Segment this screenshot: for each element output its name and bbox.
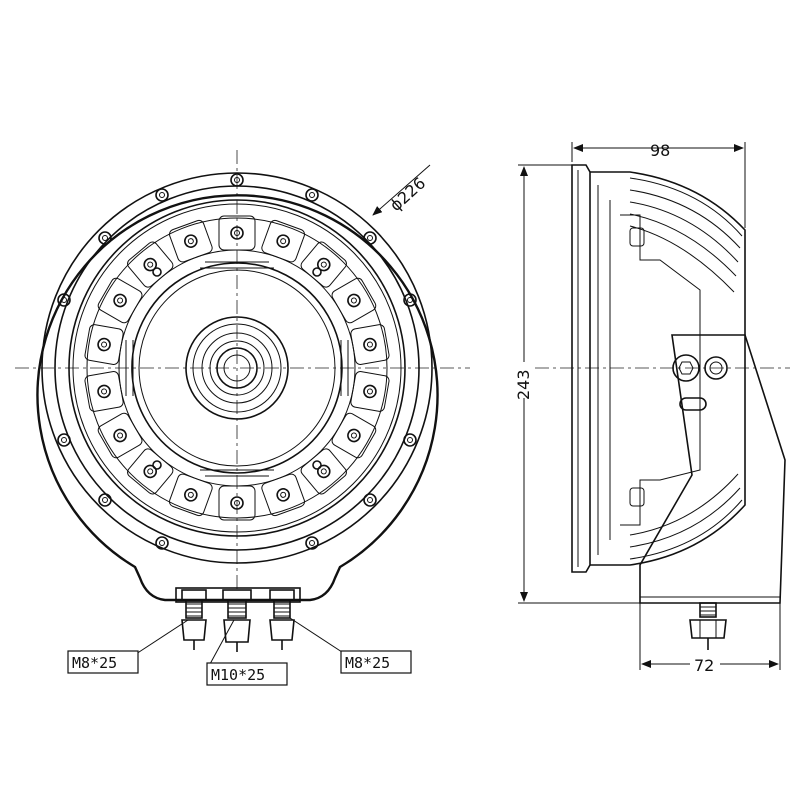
bezel-screws — [57, 173, 417, 550]
side-bolt — [689, 602, 727, 650]
mount-bolts — [175, 587, 301, 652]
reflector-ring-inner — [72, 203, 402, 533]
bolt-center — [222, 589, 252, 652]
led-module — [350, 324, 390, 365]
side-view: 98 243 72 — [514, 141, 790, 675]
bolt-callouts: M8*25 M10*25 M8*25 — [67, 617, 412, 686]
bezel-screw — [305, 188, 319, 202]
bezel-screw — [305, 536, 319, 550]
bezel-screw — [403, 293, 417, 307]
outer-housing — [36, 194, 439, 602]
side-lens-profile — [620, 214, 701, 526]
led-module — [331, 277, 377, 324]
bezel-screw — [363, 493, 377, 507]
led-module — [97, 412, 143, 459]
led-module — [300, 448, 347, 495]
bezel-screw — [363, 231, 377, 245]
diameter-dimension: ϕ226 — [372, 164, 431, 216]
led-module — [218, 485, 256, 521]
callout-label-right: M8*25 — [345, 654, 390, 672]
diameter-leader-line — [372, 164, 431, 216]
inner-lens-rim — [131, 262, 343, 474]
led-module — [127, 448, 174, 495]
front-view: ϕ226 M8*25 M10*25 M8*25 — [15, 150, 470, 686]
callout-leader-right — [289, 617, 346, 655]
bracket-adjust-knob — [704, 356, 728, 380]
led-module — [218, 215, 256, 251]
led-module — [169, 473, 213, 517]
led-module — [300, 241, 347, 288]
side-bezel — [571, 164, 591, 573]
bracket-label: 72 — [694, 656, 714, 675]
inner-lens-side-bands — [125, 340, 349, 396]
diameter-label: ϕ226 — [386, 173, 429, 215]
depth-dimension: 98 — [571, 141, 746, 228]
led-module — [127, 241, 174, 288]
led-module — [84, 324, 124, 365]
callout-leader-center — [209, 619, 235, 665]
callout-label-left: M8*25 — [72, 654, 117, 672]
side-bracket — [639, 334, 786, 604]
bezel-screw — [230, 173, 244, 187]
callout-box-center — [206, 662, 288, 686]
bezel-ring-outer — [41, 172, 433, 564]
bezel-screw — [155, 536, 169, 550]
height-label: 243 — [514, 369, 533, 400]
reflector-ring-outer — [68, 199, 406, 537]
bezel-screw — [98, 231, 112, 245]
side-housing — [590, 171, 746, 566]
led-module — [84, 371, 124, 412]
callout-leader-left — [135, 619, 189, 655]
inner-lens-top-band — [200, 261, 274, 477]
reflector-fixing-dots — [152, 267, 322, 470]
bolt-left — [181, 589, 207, 650]
bracket-dimension: 72 — [639, 603, 781, 675]
cooling-fins — [629, 177, 743, 560]
bezel-screw — [57, 433, 71, 447]
depth-label: 98 — [650, 141, 670, 160]
led-module — [97, 277, 143, 324]
led-module — [169, 219, 213, 263]
callout-box-left — [67, 650, 139, 674]
bezel-screw — [155, 188, 169, 202]
bezel-screw — [57, 293, 71, 307]
bezel-screw — [98, 493, 112, 507]
led-module — [331, 412, 377, 459]
inner-lens-reflector — [138, 269, 336, 467]
center-projector — [185, 316, 289, 420]
callout-box-right — [340, 650, 412, 674]
bracket-slot — [679, 397, 707, 411]
height-dimension: 243 — [514, 164, 640, 604]
bezel-screw — [403, 433, 417, 447]
led-module — [350, 371, 390, 412]
led-module — [261, 219, 305, 263]
bolt-right — [269, 589, 295, 650]
callout-label-center: M10*25 — [211, 666, 265, 684]
led-module — [261, 473, 305, 517]
bracket-pivot-bolt — [672, 354, 700, 382]
